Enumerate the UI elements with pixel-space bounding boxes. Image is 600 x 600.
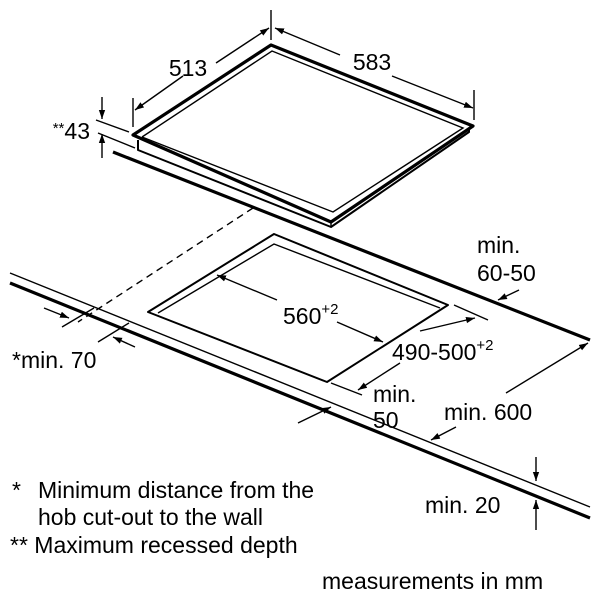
back-clearance-label-2: 60-50 bbox=[477, 260, 536, 286]
cutout-depth-label: 490-500+2 bbox=[392, 337, 494, 365]
cutout bbox=[147, 233, 449, 383]
hob-glass-edge bbox=[141, 50, 465, 213]
footnote-1-line-2: hob cut-out to the wall bbox=[38, 504, 263, 530]
hob-side bbox=[137, 128, 470, 228]
recess-depth-label: **43 bbox=[53, 118, 90, 144]
front-clearance-label-1: min. bbox=[373, 381, 416, 407]
footnotes: * Minimum distance from the hob cut-out … bbox=[10, 477, 543, 594]
back-clearance-label-1: min. bbox=[477, 232, 520, 258]
hob-width-label: 583 bbox=[353, 49, 391, 75]
wall-projection-line bbox=[77, 207, 254, 323]
worktop-front-top-edge bbox=[9, 272, 591, 508]
hob bbox=[131, 43, 475, 228]
worktop-thickness-label: min. 20 bbox=[425, 492, 500, 518]
worktop-front-bottom-edge bbox=[9, 281, 591, 520]
hob-depth-label: 513 bbox=[169, 55, 207, 81]
cutout-inner-edge bbox=[157, 243, 441, 314]
units-note: measurements in mm bbox=[322, 568, 543, 594]
cutout-dimensions: 560+2 490-500+2 min. 60-50 *min. 70 min.… bbox=[12, 232, 589, 530]
footnote-2: ** Maximum recessed depth bbox=[10, 532, 298, 558]
wall-distance-label: *min. 70 bbox=[12, 347, 96, 373]
worktop-depth-label: min. 600 bbox=[444, 399, 532, 425]
hob-dimensions: 513 583 **43 bbox=[53, 10, 475, 158]
cutout-outline bbox=[147, 233, 449, 383]
footnote-1-line-1: Minimum distance from the bbox=[38, 477, 314, 503]
front-clearance-label-2: 50 bbox=[373, 407, 399, 433]
worktop-back-edge bbox=[112, 150, 591, 342]
cutout-width-label: 560+2 bbox=[283, 301, 338, 329]
worktop bbox=[9, 150, 591, 520]
hob-outline bbox=[131, 43, 475, 224]
footnote-1-marker: * bbox=[12, 477, 21, 503]
